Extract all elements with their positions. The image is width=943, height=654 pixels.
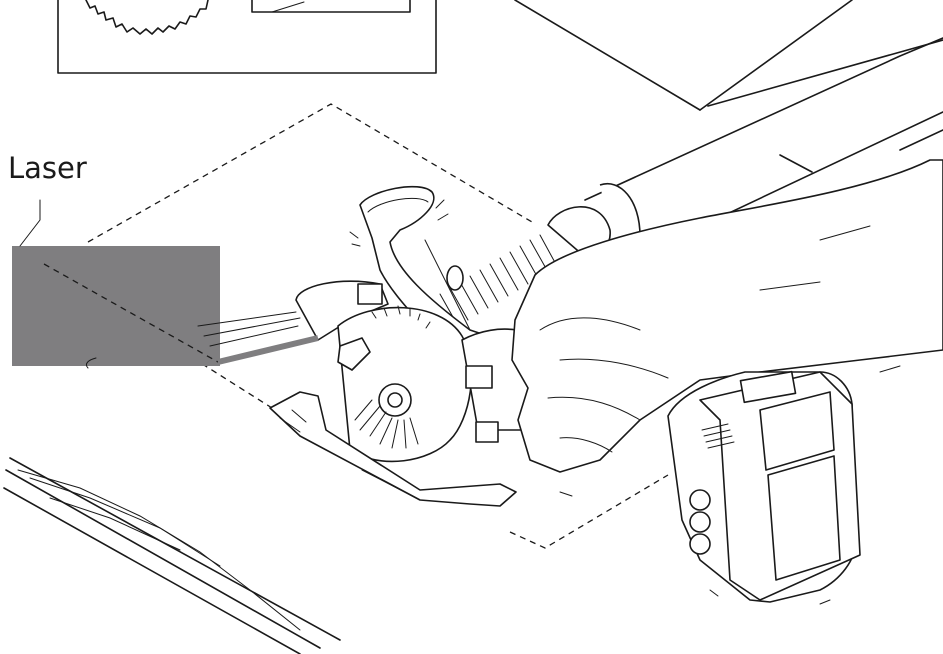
battery-icon <box>667 370 861 603</box>
motion-marks <box>349 199 901 605</box>
operator-hand <box>511 159 943 473</box>
laser-leader-line <box>19 199 41 247</box>
laser-beam-icon <box>197 311 319 365</box>
circular-saw-body <box>269 280 558 507</box>
laser-label: Laser <box>8 151 87 185</box>
wood-plank <box>3 457 341 654</box>
saw-blade-icon <box>85 0 209 35</box>
workpiece-edges <box>514 0 943 173</box>
laser-panel <box>12 246 220 369</box>
inset-detail-box <box>57 0 437 74</box>
